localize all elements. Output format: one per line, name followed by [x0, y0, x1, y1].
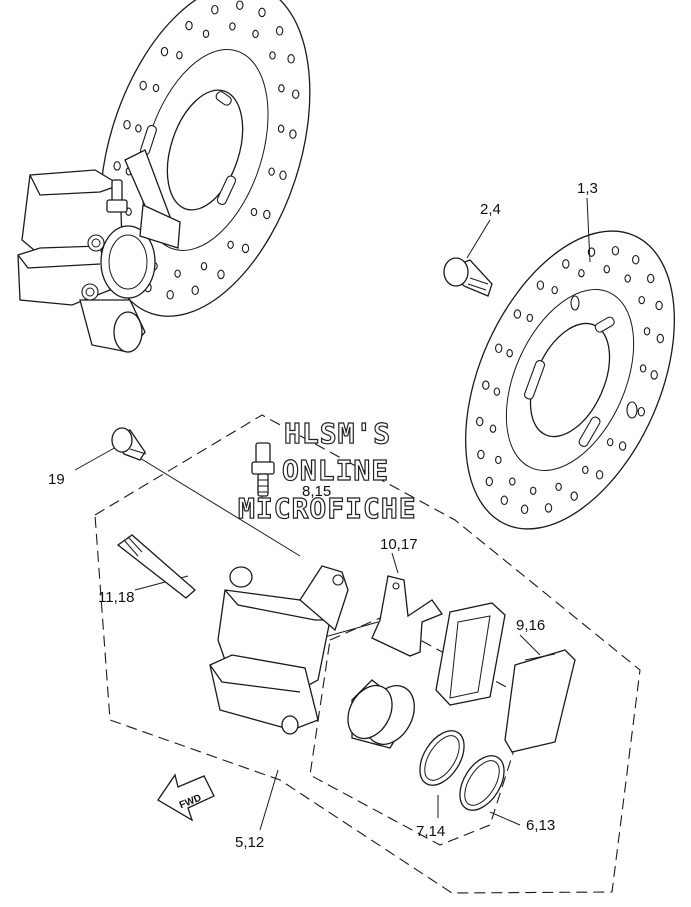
callout-9-16: 9,16 [516, 617, 545, 634]
disc-vent-hole [513, 309, 522, 319]
pad-spring-part-10-17 [371, 575, 444, 657]
callout-8-15: 8,15 [302, 483, 331, 500]
disc-vent-hole [292, 89, 300, 99]
disc-vent-hole [637, 406, 645, 417]
disc-vent-hole [506, 349, 513, 358]
disc-vent-hole [185, 20, 193, 31]
disc-vent-hole [252, 29, 259, 39]
disc-vent-hole [191, 285, 199, 296]
disc-vent-hole [278, 84, 285, 93]
watermark-line-3: MICROFICHE [238, 492, 417, 525]
disc-vent-hole [509, 477, 516, 486]
assembled-brake-caliper [17, 149, 181, 353]
disc-vent-hole [166, 290, 174, 300]
watermark-line-2: ONLINE [282, 454, 389, 487]
disc-vent-hole [200, 262, 208, 271]
disc-vent-hole [123, 119, 131, 130]
disc-vent-hole [289, 129, 297, 139]
disc-vent-hole [639, 364, 647, 373]
disc-vent-hole [485, 476, 493, 487]
disc-vent-hole [562, 259, 570, 269]
disc-vent-hole [217, 269, 225, 280]
fwd-arrow-icon: FWD [157, 773, 215, 822]
disc-vent-hole [603, 265, 611, 274]
disc-vent-hole [495, 343, 503, 354]
bleed-screw-part-8-15 [251, 442, 275, 497]
disc-vent-hole [135, 124, 142, 133]
piston-part [347, 679, 415, 749]
disc-vent-hole [529, 486, 537, 495]
watermark-line-1: HLSM'S [284, 417, 391, 450]
disc-vent-hole [526, 313, 534, 323]
caliper-body-part-5-12 [209, 565, 349, 735]
disc-vent-hole [160, 46, 169, 57]
disc-vent-hole [152, 83, 160, 93]
disc-vent-hole [269, 51, 276, 60]
brake-pad-part-9-16 [435, 602, 576, 753]
disc-vent-hole [174, 269, 181, 278]
disc-vent-hole [643, 327, 651, 336]
brake-disc-part-1-3 [464, 230, 676, 530]
disc-vent-hole [656, 333, 664, 344]
disc-vent-hole [536, 280, 545, 290]
disc-vent-hole [268, 167, 275, 176]
disc-bolt-part-2-4 [443, 257, 493, 297]
disc-vent-hole [638, 295, 645, 305]
caliper-assembly-outline [94, 414, 641, 894]
disc-vent-hole [263, 209, 271, 220]
disc-vent-hole [544, 503, 553, 513]
callout-11-18: 11,18 [98, 589, 134, 606]
disc-vent-hole [618, 441, 627, 451]
disc-vent-hole [275, 26, 284, 36]
disc-vent-hole [279, 170, 287, 181]
disc-vent-hole [277, 124, 285, 133]
disc-vent-hole [139, 80, 147, 91]
disc-vent-hole [202, 29, 210, 38]
disc-vent-hole [476, 416, 484, 427]
disc-vent-hole [227, 240, 234, 249]
caliper-bolt-part-19 [111, 427, 147, 461]
disc-vent-hole [555, 482, 562, 491]
disc-vent-hole [258, 7, 266, 18]
disc-vent-hole [582, 465, 589, 475]
disc-vent-hole [495, 455, 502, 465]
callout-6-13: 6,13 [526, 817, 555, 834]
disc-vent-hole [606, 437, 614, 447]
disc-vent-hole [482, 380, 490, 390]
callout-2-4: 2,4 [480, 201, 501, 218]
disc-vent-hole [520, 504, 529, 515]
disc-vent-hole [477, 449, 485, 460]
dust-seal-part-6-13 [459, 755, 505, 811]
callout-7-14: 7,14 [416, 823, 445, 840]
disc-vent-hole [500, 495, 508, 506]
disc-vent-hole [287, 54, 295, 64]
callout-1-3: 1,3 [577, 180, 598, 197]
disc-vent-hole [650, 370, 658, 380]
disc-vent-hole [655, 300, 663, 311]
disc-vent-hole [229, 22, 236, 31]
disc-vent-hole [578, 269, 585, 278]
slide-pin-part-11-18 [116, 534, 196, 599]
callout-5-12: 5,12 [235, 834, 264, 851]
disc-vent-hole [489, 424, 497, 433]
disc-vent-hole [551, 285, 558, 295]
disc-vent-hole [624, 274, 631, 283]
disc-vent-hole [611, 245, 620, 256]
disc-vent-hole [646, 273, 655, 284]
callout-19: 19 [48, 471, 65, 488]
disc-vent-hole [595, 470, 604, 480]
disc-vent-hole [570, 491, 578, 501]
disc-vent-hole [236, 0, 244, 10]
disc-vent-hole [241, 243, 250, 254]
disc-vent-hole [176, 51, 183, 60]
disc-vent-hole [113, 161, 121, 171]
disc-vent-hole [211, 4, 219, 15]
piston-seal-part-7-14 [419, 730, 465, 786]
callout-10-17: 10,17 [380, 536, 418, 553]
disc-vent-hole [493, 387, 501, 396]
disc-vent-hole [250, 207, 258, 217]
disc-vent-hole [631, 254, 640, 265]
